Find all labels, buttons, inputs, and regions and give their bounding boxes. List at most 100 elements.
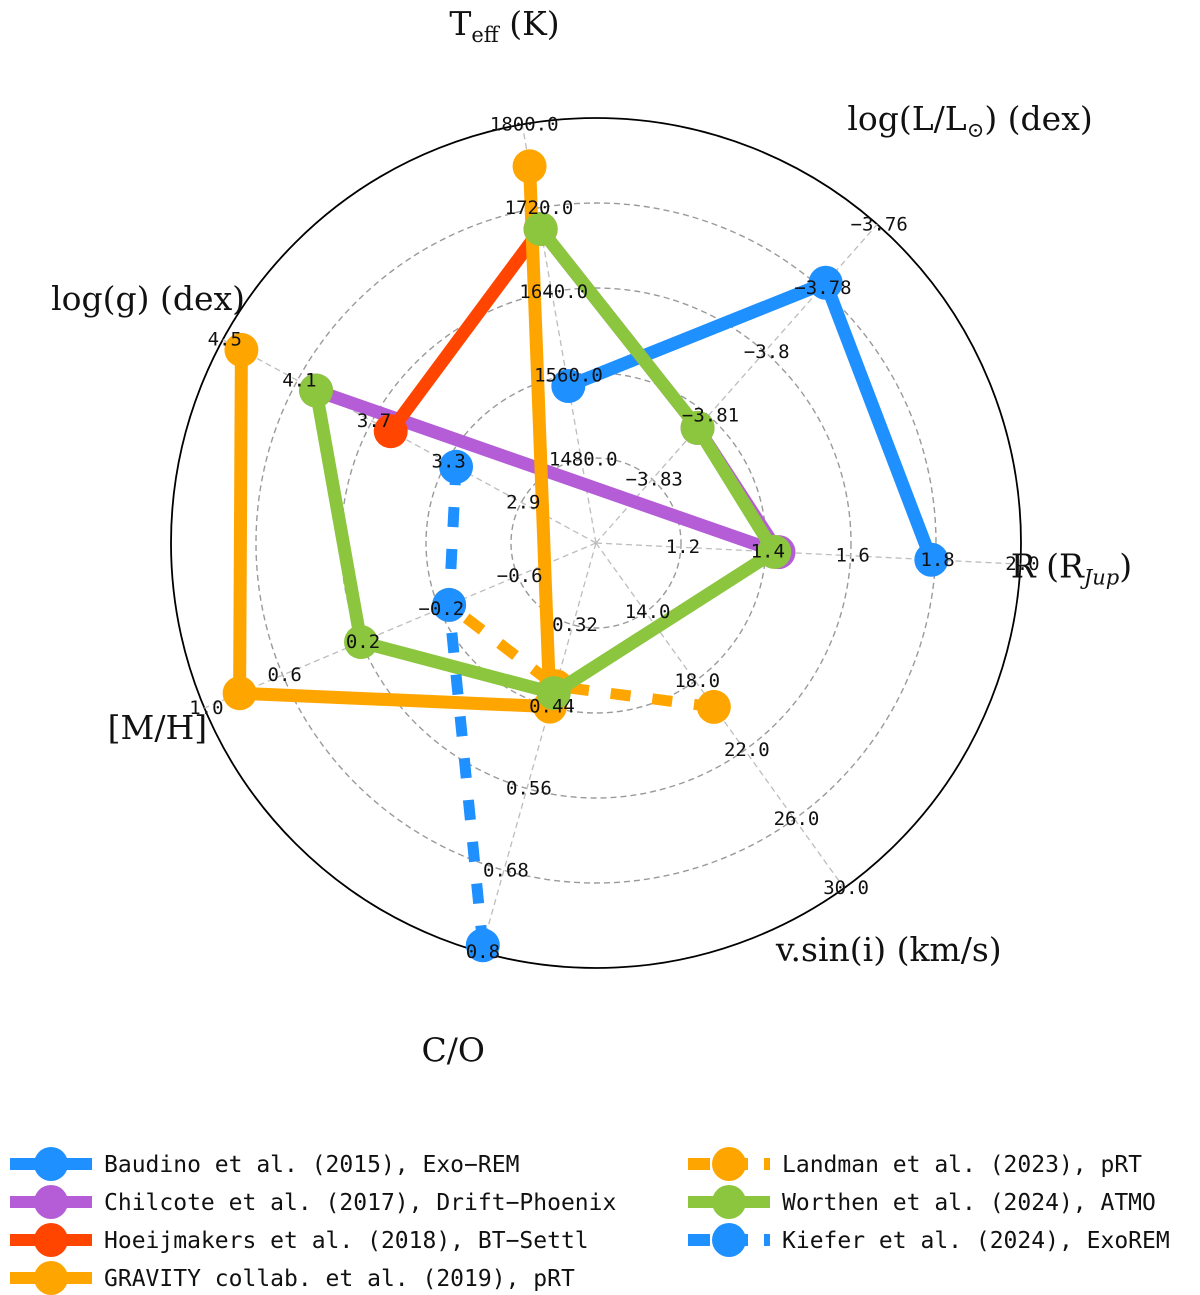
axis-title-logl: log(L/L⊙) (dex) — [847, 99, 1092, 142]
legend-marker — [712, 1185, 746, 1219]
series-line — [233, 166, 557, 714]
tick-label: 0.68 — [483, 859, 529, 881]
tick-label: 0.8 — [466, 941, 500, 963]
legend-label: Chilcote et al. (2017), Drift−Phoenix — [104, 1190, 616, 1216]
tick-label: 1800.0 — [490, 113, 559, 135]
tick-label: 1480.0 — [549, 448, 618, 470]
data-point — [439, 449, 474, 484]
tick-label: 4.5 — [208, 329, 242, 351]
data-point — [680, 410, 715, 445]
legend-entry: Hoeijmakers et al. (2018), BT−Settl — [10, 1223, 589, 1257]
tick-label: −0.2 — [418, 598, 464, 620]
tick-label: −3.78 — [794, 277, 851, 299]
tick-label: −3.81 — [682, 405, 739, 427]
tick-label: 0.2 — [346, 631, 380, 653]
legend-entry: Kiefer et al. (2024), ExoREM — [688, 1223, 1170, 1257]
radar-tick-labels: 1480.01560.01640.01720.01800.0−3.83−3.81… — [189, 113, 1039, 963]
axis-title-mh: [M/H] — [108, 708, 207, 747]
data-point — [224, 332, 259, 367]
tick-label: 1640.0 — [519, 281, 588, 303]
legend-entry: Worthen et al. (2024), ATMO — [688, 1185, 1156, 1219]
tick-label: 4.1 — [282, 369, 316, 391]
legend-marker — [34, 1185, 68, 1219]
tick-label: 3.3 — [432, 451, 466, 473]
legend-entry: Chilcote et al. (2017), Drift−Phoenix — [10, 1185, 616, 1219]
grid-ring — [255, 202, 937, 884]
tick-label: 18.0 — [674, 670, 720, 692]
tick-label: 1.0 — [189, 697, 223, 719]
legend-entry: Baudino et al. (2015), Exo−REM — [10, 1147, 519, 1181]
radar-series — [222, 149, 949, 963]
tick-label: 1560.0 — [534, 365, 603, 387]
axis-title-vsini: v.sin(i) (km/s) — [775, 930, 1002, 969]
tick-label: −0.6 — [497, 565, 543, 587]
outer-ring — [170, 117, 1022, 969]
legend-marker — [712, 1223, 746, 1257]
data-point — [523, 212, 558, 247]
spoke-co — [480, 542, 597, 953]
axis-title-logg: log(g) (dex) — [51, 279, 245, 318]
tick-label: 1720.0 — [505, 197, 574, 219]
tick-label: −3.8 — [744, 341, 790, 363]
data-point — [344, 625, 379, 660]
radar-axis-titles: Teff (K) log(L/L⊙) (dex) R (RJup) v.sin(i) … — [51, 4, 1132, 1069]
tick-label: 26.0 — [774, 808, 820, 830]
data-point — [432, 587, 467, 622]
tick-label: 0.56 — [506, 777, 552, 799]
tick-label: 1.4 — [751, 540, 785, 562]
legend-label: Worthen et al. (2024), ATMO — [782, 1190, 1156, 1216]
data-point — [465, 928, 500, 963]
tick-label: −3.83 — [626, 468, 683, 490]
legend-entry: GRAVITY collab. et al. (2019), pRT — [10, 1261, 575, 1295]
spoke-r — [595, 542, 1021, 565]
radar-grid — [170, 117, 1022, 969]
axis-title-co: C/O — [422, 1030, 485, 1069]
series-line — [385, 225, 546, 436]
legend-label: Hoeijmakers et al. (2018), BT−Settl — [104, 1228, 589, 1254]
tick-label: 1.8 — [920, 549, 954, 571]
legend-label: Landman et al. (2023), pRT — [782, 1152, 1142, 1178]
tick-label: 0.6 — [268, 664, 302, 686]
tick-label: 0.32 — [552, 614, 598, 636]
legend-label: Kiefer et al. (2024), ExoREM — [782, 1228, 1170, 1254]
data-point — [299, 373, 334, 408]
data-point — [512, 149, 547, 184]
series-5 — [299, 212, 792, 711]
legend-marker — [34, 1261, 68, 1295]
legend-label: GRAVITY collab. et al. (2019), pRT — [104, 1266, 575, 1292]
axis-title-r: R (RJup) — [1011, 547, 1132, 590]
tick-label: 3.7 — [357, 410, 391, 432]
grid-ring — [510, 457, 682, 629]
tick-label: 1.2 — [666, 536, 700, 558]
data-point — [757, 534, 792, 569]
chart-legend: Baudino et al. (2015), Exo−REM Chilcote e… — [10, 1147, 1170, 1295]
legend-entry: Landman et al. (2023), pRT — [688, 1147, 1142, 1181]
data-point — [914, 542, 949, 577]
tick-label: −3.76 — [851, 213, 908, 235]
data-point — [222, 676, 257, 711]
data-point — [536, 676, 571, 711]
legend-label: Baudino et al. (2015), Exo−REM — [104, 1152, 519, 1178]
data-point — [551, 369, 586, 404]
tick-label: 2.9 — [506, 491, 540, 513]
data-point — [373, 414, 408, 449]
tick-label: 2.0 — [1005, 553, 1039, 575]
legend-marker — [34, 1223, 68, 1257]
tick-label: 0.44 — [529, 696, 575, 718]
series-line — [309, 225, 781, 700]
tick-label: 22.0 — [724, 739, 770, 761]
tick-label: 14.0 — [625, 601, 671, 623]
series-line — [445, 600, 715, 713]
spoke-mh — [204, 542, 597, 709]
legend-marker — [34, 1147, 68, 1181]
tick-label: 1.6 — [836, 545, 870, 567]
spoke-logg — [222, 339, 597, 544]
tick-label: 30.0 — [823, 877, 869, 899]
data-point — [808, 265, 843, 300]
series-3 — [222, 149, 567, 724]
legend-marker — [712, 1147, 746, 1181]
data-point — [696, 689, 731, 724]
series-6 — [432, 449, 500, 963]
axis-title-teff: Teff (K) — [449, 4, 559, 47]
